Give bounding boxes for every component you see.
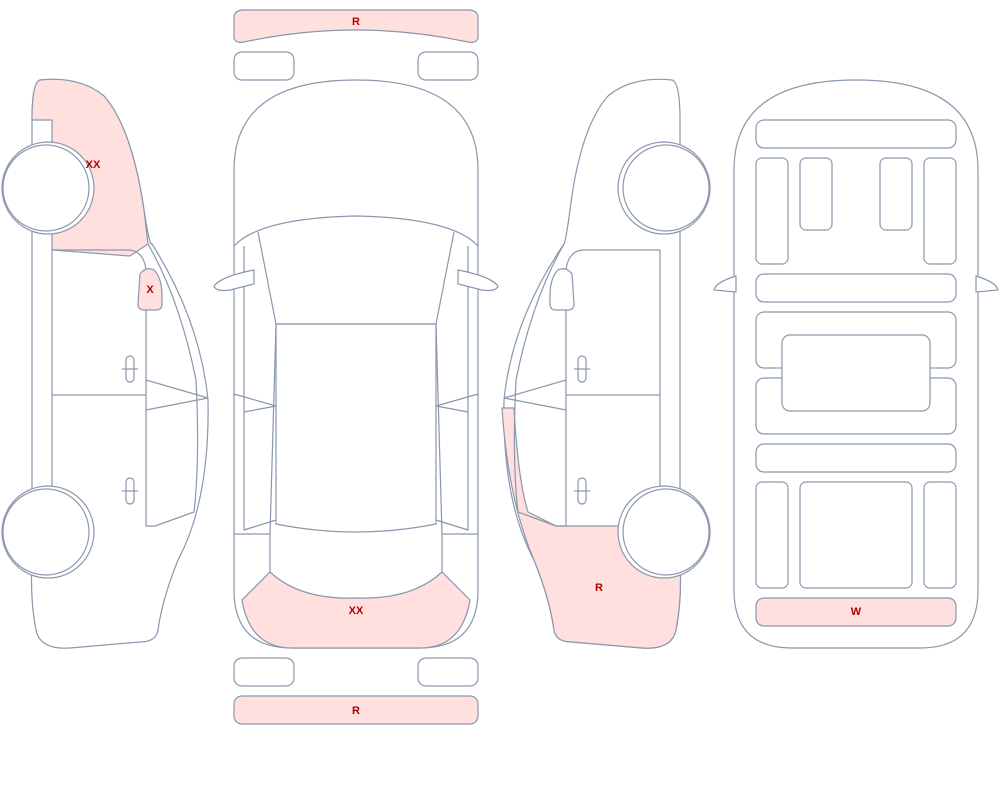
cross-member-front[interactable]	[755, 273, 957, 303]
rear-bumper[interactable]	[233, 695, 479, 725]
right-rear-wheel[interactable]	[622, 488, 710, 576]
front-bumper[interactable]	[233, 9, 479, 43]
front-right-bay[interactable]	[923, 157, 957, 265]
bottom-view: W	[713, 79, 999, 649]
bottom-rear-panel-marker: W	[851, 606, 862, 618]
front-panel[interactable]	[755, 119, 957, 149]
bottom-left-mirror[interactable]	[713, 275, 737, 293]
right-rear-quarter[interactable]	[501, 407, 682, 649]
bottom-right-mirror[interactable]	[975, 275, 999, 293]
rear-bumper-marker: R	[352, 705, 360, 717]
left-headlight[interactable]	[233, 51, 295, 81]
left-mirror-marker: X	[146, 284, 154, 296]
roof[interactable]	[275, 323, 437, 533]
right-headlight[interactable]	[417, 51, 479, 81]
top-view: R XX R	[213, 9, 499, 725]
front-center-left-bay[interactable]	[799, 157, 833, 231]
left-side-view: XX X	[1, 78, 209, 649]
right-front-wheel[interactable]	[622, 144, 710, 232]
rear-center-bay[interactable]	[799, 481, 913, 589]
front-center-right-bay[interactable]	[879, 157, 913, 231]
cross-member-rear[interactable]	[755, 443, 957, 473]
center-tunnel[interactable]	[781, 334, 931, 412]
left-front-fender-marker: XX	[86, 159, 101, 171]
bottom-rear-panel[interactable]	[755, 597, 957, 627]
left-tail-light[interactable]	[233, 657, 295, 687]
rear-right-bay[interactable]	[923, 481, 957, 589]
top-rear-panel[interactable]	[241, 571, 471, 649]
left-front-wheel[interactable]	[2, 144, 90, 232]
right-mirror[interactable]	[549, 268, 575, 311]
right-rear-quarter-marker: R	[595, 582, 603, 594]
front-left-bay[interactable]	[755, 157, 789, 265]
front-bumper-marker: R	[352, 16, 360, 28]
left-mirror-area[interactable]	[137, 268, 163, 311]
top-right-mirror[interactable]	[457, 269, 499, 292]
right-tail-light[interactable]	[417, 657, 479, 687]
top-rear-panel-marker: XX	[349, 605, 364, 617]
right-side-view: R	[501, 78, 711, 649]
top-left-mirror[interactable]	[213, 269, 255, 292]
rear-left-bay[interactable]	[755, 481, 789, 589]
left-rear-wheel[interactable]	[2, 488, 90, 576]
